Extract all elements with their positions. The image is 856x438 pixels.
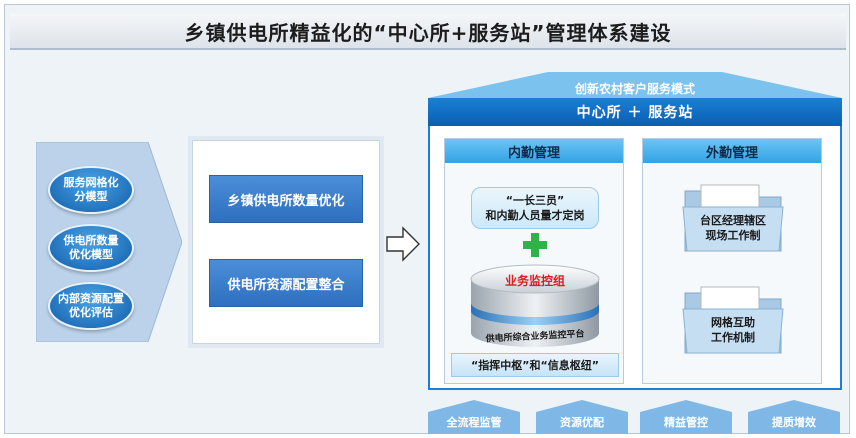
- roof-shape: [428, 72, 842, 98]
- model-oval: 内部资源配置 优化评估: [48, 282, 134, 330]
- management-house: 内勤管理 “一长三员” 和内勤人员量才定岗 业务监控组 供电所综: [428, 126, 842, 390]
- folder-icon: [682, 184, 784, 252]
- bottom-arrow-tab: 提质增效: [748, 400, 840, 434]
- folder-label: 台区经理辖区 现场工作制: [700, 214, 766, 242]
- title-bar: 乡镇供电所精益化的“中心所+服务站”管理体系建设: [10, 14, 846, 50]
- platform-cylinder: [470, 264, 600, 347]
- plus-icon: [523, 233, 547, 257]
- model-oval: 服务网格化 分模型: [48, 166, 134, 214]
- bottom-arrow-tab: 资源优配: [536, 400, 628, 434]
- inner-panel-title: 内勤管理: [445, 139, 623, 163]
- resource-integration-block: 供电所资源配置整合: [209, 259, 363, 307]
- page-title: 乡镇供电所精益化的“中心所+服务站”管理体系建设: [184, 20, 672, 45]
- bottom-arrow-tab: 精益管控: [640, 400, 732, 434]
- outer-management-panel: 外勤管理 台区经理辖区 现场工作制 网格互助 工作机制: [642, 138, 822, 384]
- hollow-arrow-icon: [386, 226, 420, 262]
- model-oval: 供电所数量 优化模型: [48, 224, 134, 272]
- hub-note: “指挥中枢”和“信息枢纽”: [451, 353, 619, 377]
- platform-top-label: 业务监控组: [504, 274, 565, 288]
- count-optimization-block: 乡镇供电所数量优化: [209, 175, 363, 223]
- staffing-pill: “一长三员” 和内勤人员量才定岗: [471, 187, 599, 229]
- optimization-box: 乡镇供电所数量优化 供电所资源配置整合: [192, 140, 380, 344]
- bottom-arrow-tab: 全流程监管: [428, 400, 520, 434]
- roof-label: 创新农村客户服务模式: [574, 82, 695, 96]
- center-station-bar: 中心所 ＋ 服务站: [428, 98, 842, 126]
- folder-icon: [682, 286, 784, 354]
- inner-management-panel: 内勤管理 “一长三员” 和内勤人员量才定岗 业务监控组 供电所综: [444, 138, 624, 384]
- outer-panel-title: 外勤管理: [643, 139, 821, 163]
- folder-label: 网格互助 工作机制: [711, 316, 755, 344]
